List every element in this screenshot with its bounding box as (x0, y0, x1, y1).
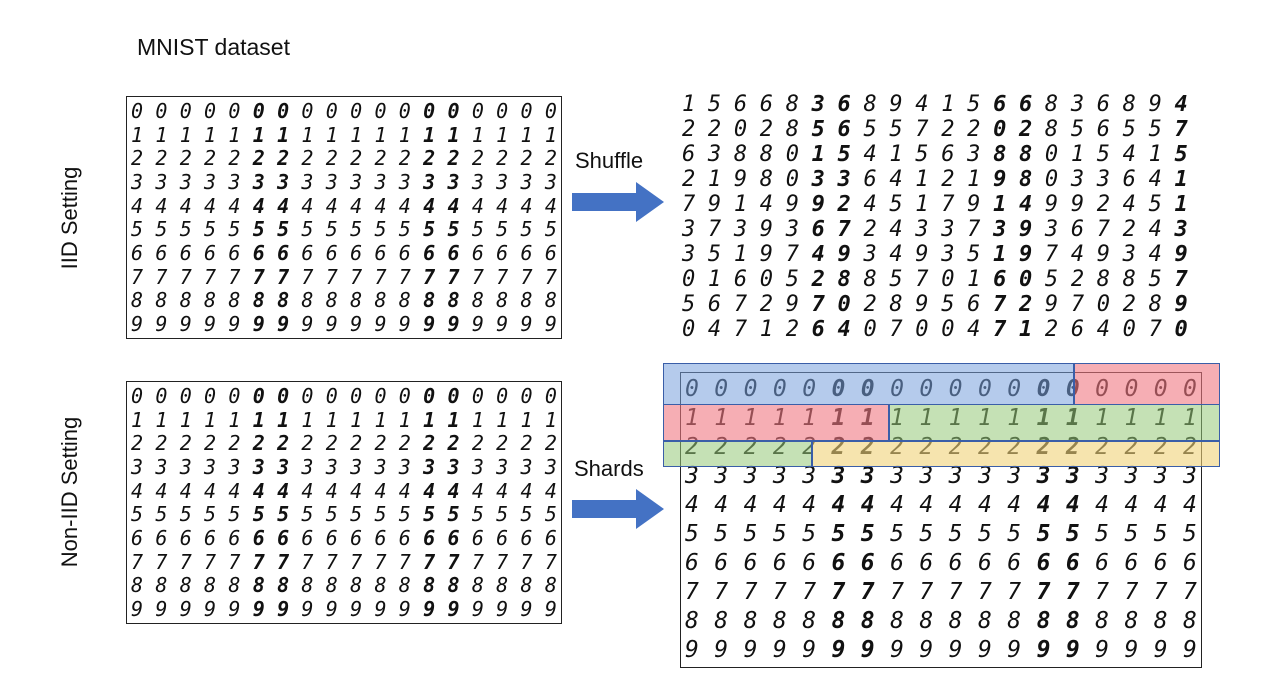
shards-arrow-icon (572, 489, 664, 529)
shard-red-1 (663, 404, 889, 441)
shard-blue-0 (663, 363, 1074, 405)
shard-green-2 (663, 441, 812, 467)
iid-setting-label: IID Setting (57, 166, 82, 270)
shard-green-1 (889, 404, 1220, 441)
shards-label: Shards (574, 456, 644, 481)
shard-yellow-2 (812, 441, 1220, 467)
figure-title: MNIST dataset (137, 34, 290, 60)
shuffle-arrow-icon (572, 182, 664, 222)
shard-red-0 (1074, 363, 1220, 405)
shuffle-label: Shuffle (575, 148, 644, 173)
non-iid-setting-label: Non-IID Setting (57, 416, 82, 568)
